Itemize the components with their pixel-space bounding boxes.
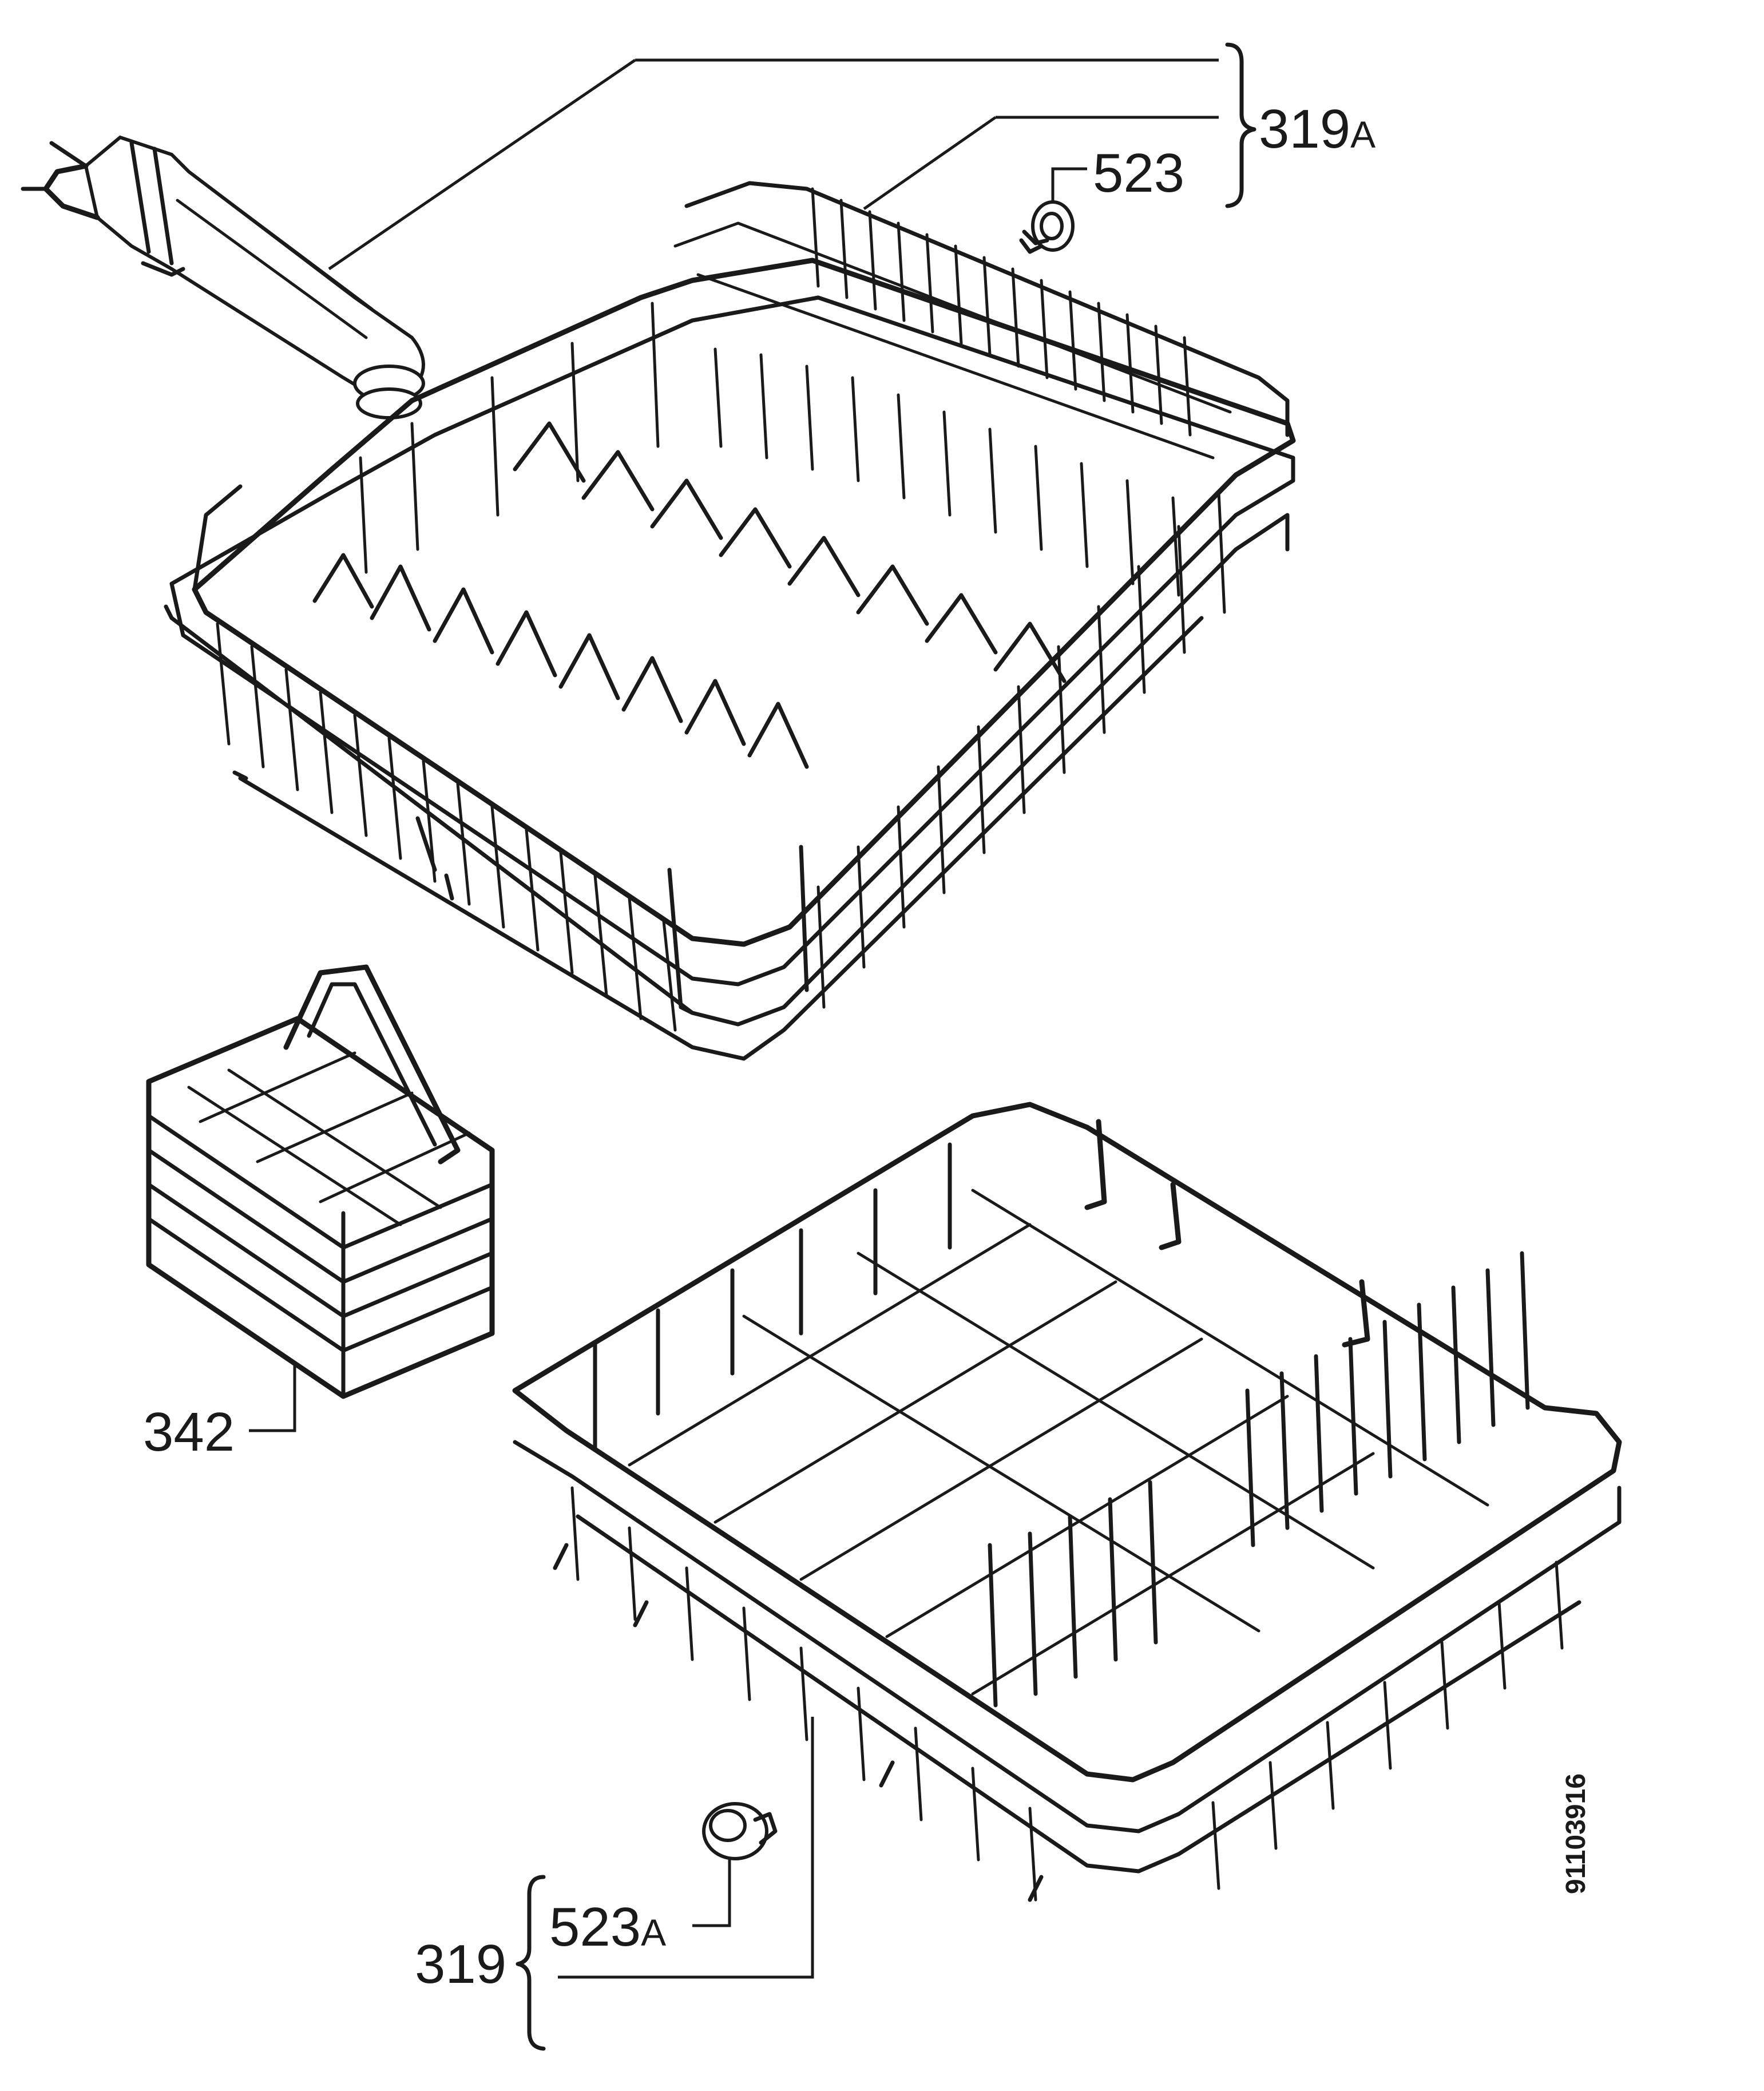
leader-lower-wheel: [692, 1860, 731, 1927]
cutlery-basket-part: [146, 964, 495, 1399]
leader-lower-basket: [558, 1717, 814, 1979]
document-id: 91103916: [1561, 1773, 1591, 1894]
brace-319: [516, 1875, 546, 2051]
callout-upper-basket-assembly: 319A: [1259, 98, 1375, 160]
leader-upper-basket: [863, 116, 1219, 211]
leader-lines: [249, 42, 1256, 2051]
leader-cutlery-basket: [249, 1362, 296, 1432]
leader-spray-arm: [328, 58, 1219, 271]
spray-arm-part: [21, 135, 425, 419]
callout-cutlery-basket: 342: [143, 1401, 235, 1463]
leader-upper-wheel: [1051, 167, 1087, 203]
callout-lower-wheel: 523A: [549, 1896, 666, 1958]
callout-upper-wheel: 523: [1093, 142, 1184, 204]
upper-basket-part: [164, 181, 1296, 1061]
brace-319A: [1225, 42, 1256, 208]
lower-basket-part: [512, 1102, 1622, 1902]
lower-wheel-part: [702, 1802, 778, 1860]
upper-wheel-part: [1019, 200, 1075, 254]
callout-lower-basket-assembly: 319: [415, 1934, 506, 1995]
